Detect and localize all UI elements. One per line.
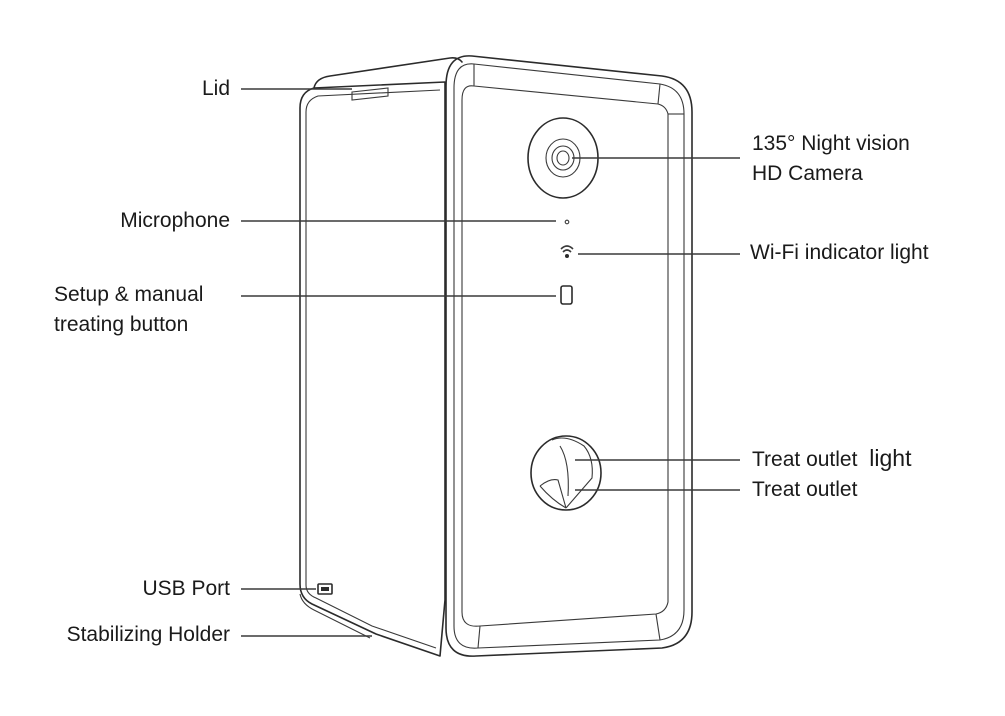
treat-outlet [530,435,602,511]
leader-lines [241,88,740,637]
setup-button [560,285,573,305]
device-side-panel [299,81,446,657]
usb-port-icon [317,583,333,595]
treat-outlet-light-label: Treat outlet light [752,445,912,471]
wifi-light-label: Wi-Fi indicator light [750,241,929,264]
setup-button-label: Setup & manual treating button [54,283,204,336]
wifi-indicator-icon [560,245,574,258]
microphone-hole [564,219,570,225]
stabilizing-holder-label: Stabilizing Holder [66,623,230,646]
lid [313,57,463,101]
treat-outlet-label: Treat outlet [752,478,858,501]
lid-label: Lid [201,77,230,100]
microphone-label: Microphone [120,209,230,232]
device-front-frame [445,55,693,657]
camera-label: 135° Night vision HD Camera [752,132,910,185]
usb-port-label: USB Port [142,577,230,600]
